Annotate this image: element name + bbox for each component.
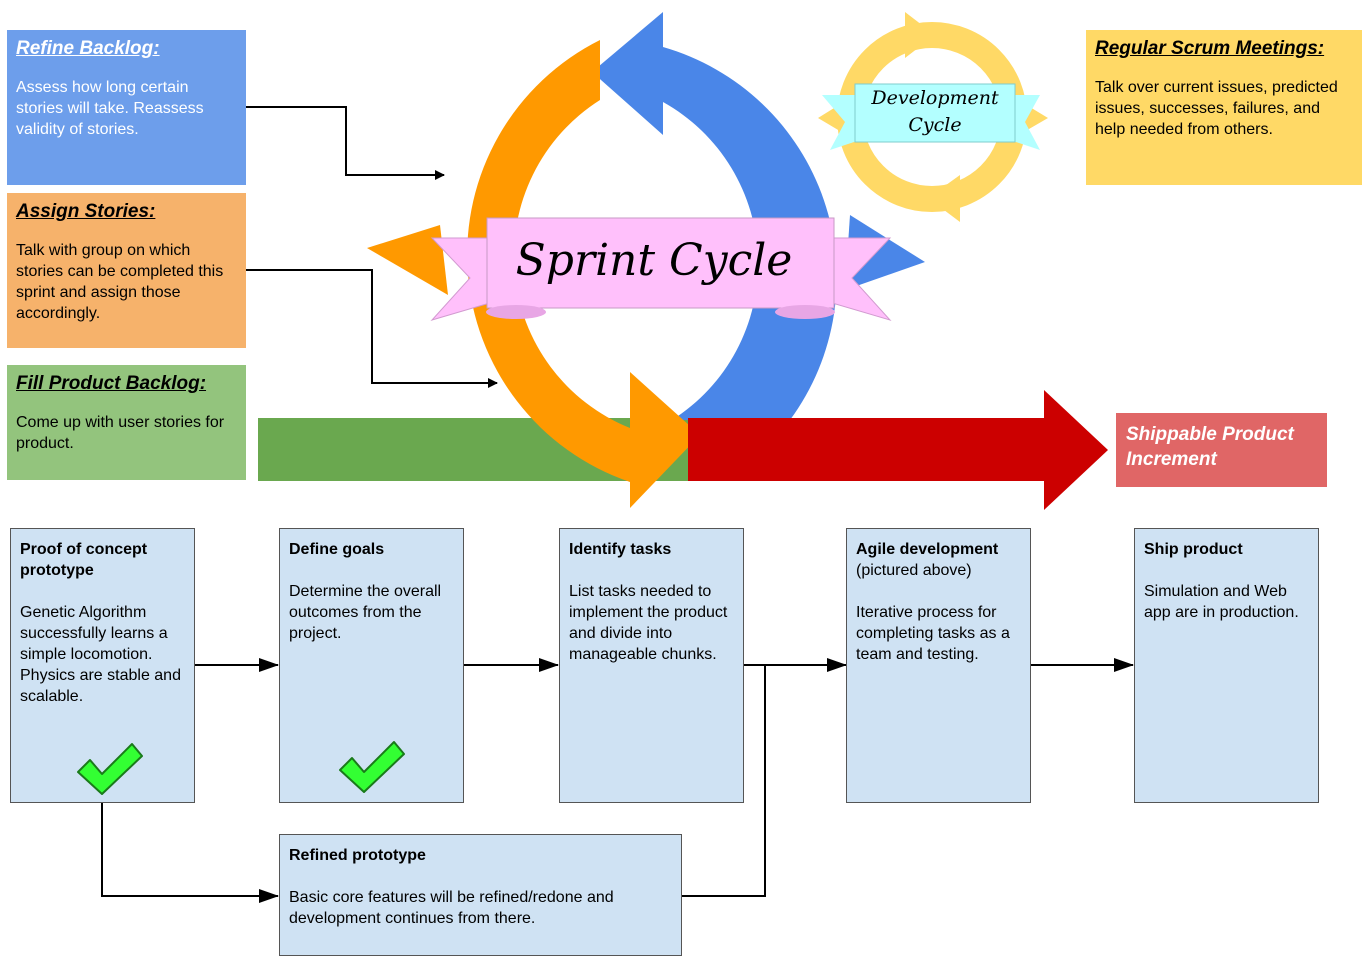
note-assign-stories: Assign Stories: Talk with group on which… [7, 193, 246, 348]
step-title: Define goals [289, 541, 385, 558]
sprint-arc-blue [663, 47, 837, 420]
step-identify-tasks: Identify tasks List tasks needed to impl… [559, 528, 744, 803]
sprint-arc-blue-tip [845, 215, 925, 290]
sprint-ribbon-body [486, 217, 835, 309]
step-title: Identify tasks [569, 541, 672, 558]
note-scrum-meetings-title: Regular Scrum Meetings: [1095, 38, 1325, 59]
note-refine-backlog-body: Assess how long certain stories will tak… [16, 79, 204, 138]
checkmark-icon [77, 743, 143, 795]
ship-arrow-head [1044, 390, 1108, 510]
step-body: Iterative process for completing tasks a… [856, 604, 1010, 663]
step-body: Determine the overall outcomes from the … [289, 583, 442, 642]
sprint-arrowhead-blue [592, 12, 663, 135]
note-assign-stories-title: Assign Stories: [16, 201, 156, 222]
shippable-increment-label: Shippable Product Increment [1116, 413, 1327, 487]
step-proof-of-concept: Proof of concept prototype Genetic Algor… [10, 528, 195, 803]
step-agile-development: Agile development (pictured above) Itera… [846, 528, 1031, 803]
dev-ribbon-right-tail [1010, 95, 1040, 150]
checkmark-icon [339, 741, 405, 793]
step-ship-product: Ship product Simulation and Web app are … [1134, 528, 1319, 803]
dev-cycle-arrowhead-bottom [928, 175, 960, 222]
step-define-goals: Define goals Determine the overall outco… [279, 528, 464, 803]
dev-cycle-label-line1: Development [870, 87, 999, 109]
note-refine-backlog: Refine Backlog: Assess how long certain … [7, 30, 246, 185]
step-body: Basic core features will be refined/redo… [289, 889, 614, 927]
connector-refined-step4 [682, 665, 766, 897]
sprint-arc-orange-tip [367, 225, 448, 295]
sprint-cycle-label: Sprint Cycle [516, 235, 793, 286]
connector-step1-refined [101, 803, 279, 903]
note-assign-stories-body: Talk with group on which stories can be … [16, 242, 224, 322]
note-fill-backlog: Fill Product Backlog: Come up with user … [7, 365, 246, 480]
sprint-arc-orange [467, 40, 630, 482]
note-fill-backlog-body: Come up with user stories for product. [16, 414, 225, 452]
dev-cycle-arrowhead-top [905, 12, 935, 58]
step-refined-prototype: Refined prototype Basic core features wi… [279, 834, 682, 956]
step-body: Genetic Algorithm successfully learns a … [20, 604, 181, 705]
step-body: Simulation and Web app are in production… [1144, 583, 1299, 621]
connector-refine [246, 106, 445, 180]
dev-cycle-label-line2: Cycle [908, 114, 961, 136]
note-scrum-meetings: Regular Scrum Meetings: Talk over curren… [1086, 30, 1362, 185]
shippable-increment-line2: Increment [1126, 449, 1217, 470]
sprint-ribbon-curl-left [486, 305, 546, 319]
sprint-ribbon-curl-right [775, 305, 835, 319]
connector-assign [246, 269, 498, 388]
sprint-arrowhead-orange [630, 372, 700, 508]
step-title: Refined prototype [289, 847, 426, 864]
ship-arrow-body [688, 418, 1045, 481]
step-subtitle: (pictured above) [856, 562, 972, 579]
note-fill-backlog-title: Fill Product Backlog: [16, 373, 207, 394]
dev-ribbon-body [854, 83, 1016, 143]
note-refine-backlog-title: Refine Backlog: [16, 38, 160, 59]
shippable-increment-line1: Shippable Product [1126, 424, 1294, 445]
step-title: Proof of concept prototype [20, 541, 148, 579]
dev-ribbon-left-tail [822, 95, 860, 150]
step-body: List tasks needed to implement the produ… [569, 583, 728, 663]
step-title: Agile development [856, 541, 999, 558]
step-title: Ship product [1144, 541, 1243, 558]
note-scrum-meetings-body: Talk over current issues, predicted issu… [1095, 79, 1338, 138]
